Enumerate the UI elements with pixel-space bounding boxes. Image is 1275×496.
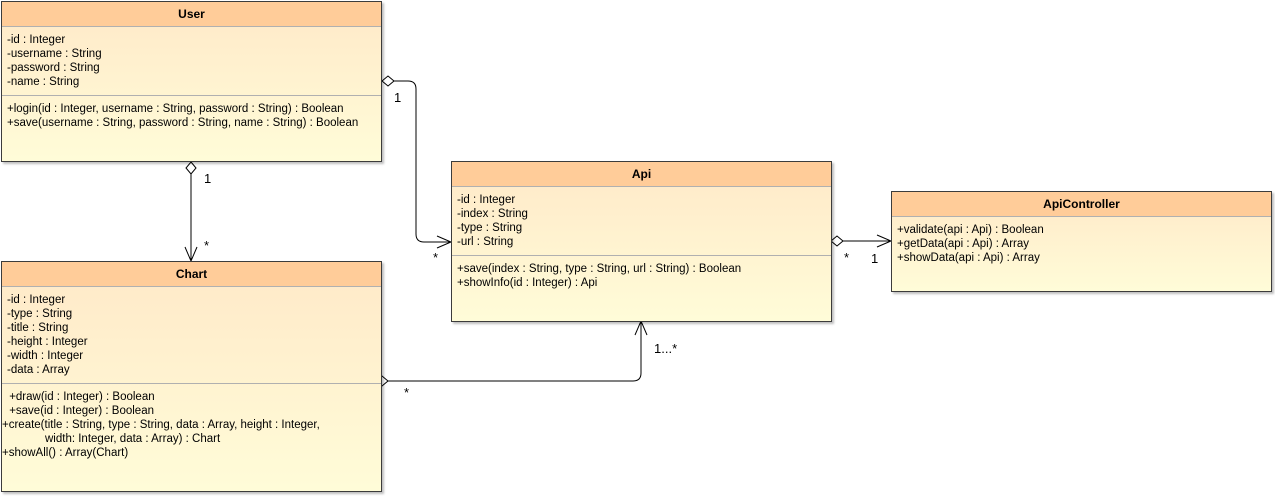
- apicontroller-method: +validate(api : Api) : Boolean: [897, 224, 1044, 236]
- chart-methods: +draw(id : Integer) : Boolean +save(id :…: [2, 384, 381, 466]
- user-method: +login(id : Integer, username : String, …: [7, 103, 344, 115]
- chart-method: +create(title : String, type : String, d…: [2, 419, 320, 431]
- chart-method: +save(id : Integer) : Boolean: [6, 405, 154, 417]
- user-divider: [2, 95, 381, 96]
- user-class[interactable]: User -id : Integer -username : String -p…: [1, 1, 382, 162]
- user-api-target-multiplicity: *: [433, 250, 439, 265]
- apicontroller-class-name: ApiController: [892, 192, 1271, 217]
- chart-api-source-multiplicity: *: [404, 385, 410, 400]
- chart-attribute: -height : Integer: [7, 336, 88, 348]
- api-divider: [452, 255, 831, 256]
- user-api-association: [394, 80, 451, 243]
- api-attribute: -type : String: [457, 222, 523, 234]
- user-method: +save(username : String, password : Stri…: [7, 117, 359, 129]
- user-chart-source-multiplicity: 1: [204, 171, 212, 186]
- api-class[interactable]: Api -id : Integer -index : String -type …: [451, 161, 832, 322]
- user-attribute: -username : String: [7, 48, 102, 60]
- apicontroller-method: +getData(api : Api) : Array: [897, 238, 1029, 250]
- chart-method: +draw(id : Integer) : Boolean: [6, 391, 155, 403]
- user-api-diamond: [381, 75, 395, 87]
- apicontroller-method: +showData(api : Api) : Array: [897, 252, 1040, 264]
- user-api-source-multiplicity: 1: [394, 90, 402, 105]
- user-attribute: -password : String: [7, 62, 100, 74]
- api-apicontroller-diamond: [830, 235, 844, 247]
- chart-method-continuation: width: Integer, data : Array) : Chart: [45, 433, 221, 445]
- chart-api-association: [388, 321, 642, 382]
- apicontroller-class[interactable]: ApiController +validate(api : Api) : Boo…: [891, 191, 1272, 292]
- chart-divider: [2, 383, 381, 384]
- api-attributes: -id : Integer -index : String -type : St…: [452, 187, 831, 255]
- api-method: +showInfo(id : Integer) : Api: [457, 277, 598, 289]
- chart-attribute: -width : Integer: [7, 350, 84, 362]
- chart-attribute: -title : String: [7, 322, 69, 334]
- user-class-name: User: [2, 2, 381, 27]
- apicontroller-methods: +validate(api : Api) : Boolean +getData(…: [892, 217, 1271, 271]
- user-attribute: -id : Integer: [7, 34, 66, 46]
- chart-attribute: -data : Array: [7, 364, 70, 376]
- api-methods: +save(index : String, type : String, url…: [452, 256, 831, 296]
- chart-attribute: -type : String: [7, 308, 73, 320]
- user-attributes: -id : Integer -username : String -passwo…: [2, 27, 381, 95]
- chart-class-name: Chart: [2, 262, 381, 287]
- api-apicontroller-target-multiplicity: 1: [871, 251, 879, 266]
- chart-attributes: -id : Integer -type : String -title : St…: [2, 287, 381, 383]
- user-attribute: -name : String: [7, 76, 80, 88]
- chart-api-target-multiplicity: 1...*: [654, 341, 678, 356]
- api-attribute: -index : String: [457, 208, 528, 220]
- chart-method: +showAll() : Array(Chart): [2, 447, 129, 459]
- api-class-name: Api: [452, 162, 831, 187]
- api-method: +save(index : String, type : String, url…: [457, 263, 742, 275]
- chart-class[interactable]: Chart -id : Integer -type : String -titl…: [1, 261, 382, 492]
- chart-attribute: -id : Integer: [7, 294, 66, 306]
- user-methods: +login(id : Integer, username : String, …: [2, 96, 381, 136]
- user-chart-diamond: [185, 161, 197, 175]
- user-chart-target-multiplicity: *: [204, 238, 210, 253]
- api-apicontroller-source-multiplicity: *: [844, 250, 850, 265]
- api-attribute: -url : String: [457, 236, 514, 248]
- api-attribute: -id : Integer: [457, 194, 516, 206]
